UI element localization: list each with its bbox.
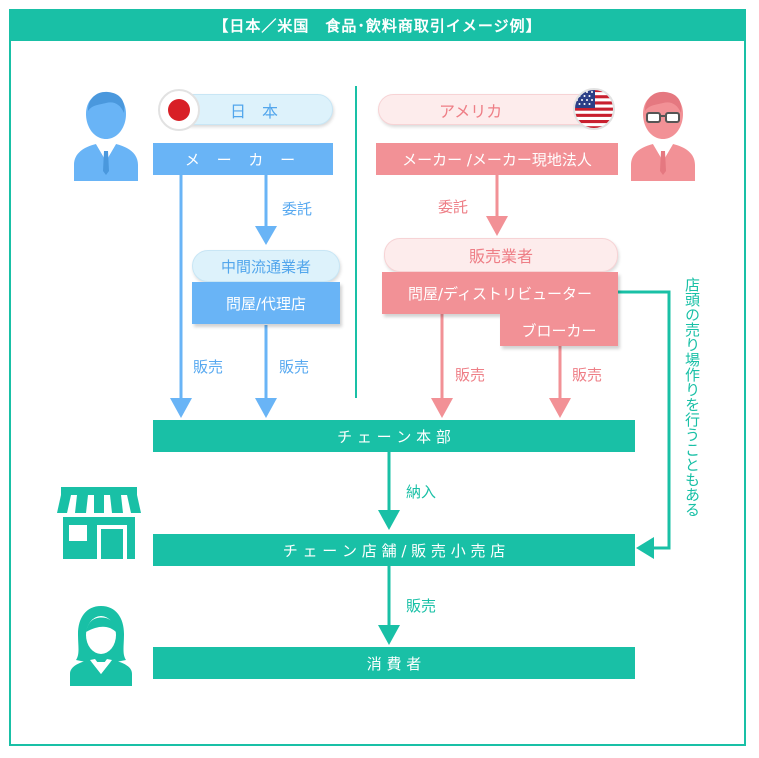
usa-country-label: アメリカ: [378, 94, 610, 125]
woman-icon: [70, 606, 132, 686]
side-note: 店頭の売り場作りを行うこともある: [683, 277, 701, 517]
store-icon: [57, 487, 141, 559]
japan-country-label: 日 本: [175, 94, 333, 125]
teal-arrows: [378, 290, 671, 645]
usa-flag-icon: [573, 88, 615, 130]
businessman-glasses-icon: [631, 91, 695, 181]
sales-bottom-label: 販売: [406, 597, 437, 615]
chain-hq-box: チ ェ ー ン 本 部: [153, 420, 635, 452]
usa-broker-box: ブローカー: [500, 314, 618, 346]
japan-arrows: [170, 175, 277, 418]
usa-sales-company-label: 販売業者: [384, 238, 618, 272]
japan-country-text: 日 本: [229, 101, 278, 121]
japan-wholesaler-box: 問屋/代理店: [192, 282, 340, 324]
japan-flag-icon: [158, 89, 200, 131]
japan-intermediary-text: 中間流通業者: [220, 257, 311, 276]
businessman-icon: [74, 91, 138, 181]
usa-consign-label: 委託: [438, 198, 469, 216]
usa-sales-left-label: 販売: [455, 366, 486, 384]
consumer-box: 消 費 者: [153, 647, 635, 679]
country-divider: [355, 86, 357, 398]
japan-consign-label: 委託: [282, 200, 313, 218]
usa-country-text: アメリカ: [439, 101, 503, 121]
japan-sales-left-label: 販売: [193, 358, 224, 376]
chain-store-box: チ ェ ー ン 店 舗 / 販 売 小 売 店: [153, 534, 635, 566]
japan-maker-box: メ ー カ ー: [153, 143, 333, 175]
usa-sales-right-label: 販売: [572, 366, 603, 384]
page-title: 【日本／米国 食品･飲料商取引イメージ例】: [9, 9, 746, 41]
usa-arrows: [431, 175, 571, 418]
japan-intermediary-label: 中間流通業者: [192, 250, 340, 282]
usa-maker-box: メーカー /メーカー現地法人: [376, 143, 618, 175]
usa-distributor-box: 問屋/ディストリビューター: [382, 272, 618, 314]
delivery-label: 納入: [406, 483, 437, 501]
usa-sales-company-text: 販売業者: [468, 247, 533, 266]
japan-sales-right-label: 販売: [279, 358, 310, 376]
